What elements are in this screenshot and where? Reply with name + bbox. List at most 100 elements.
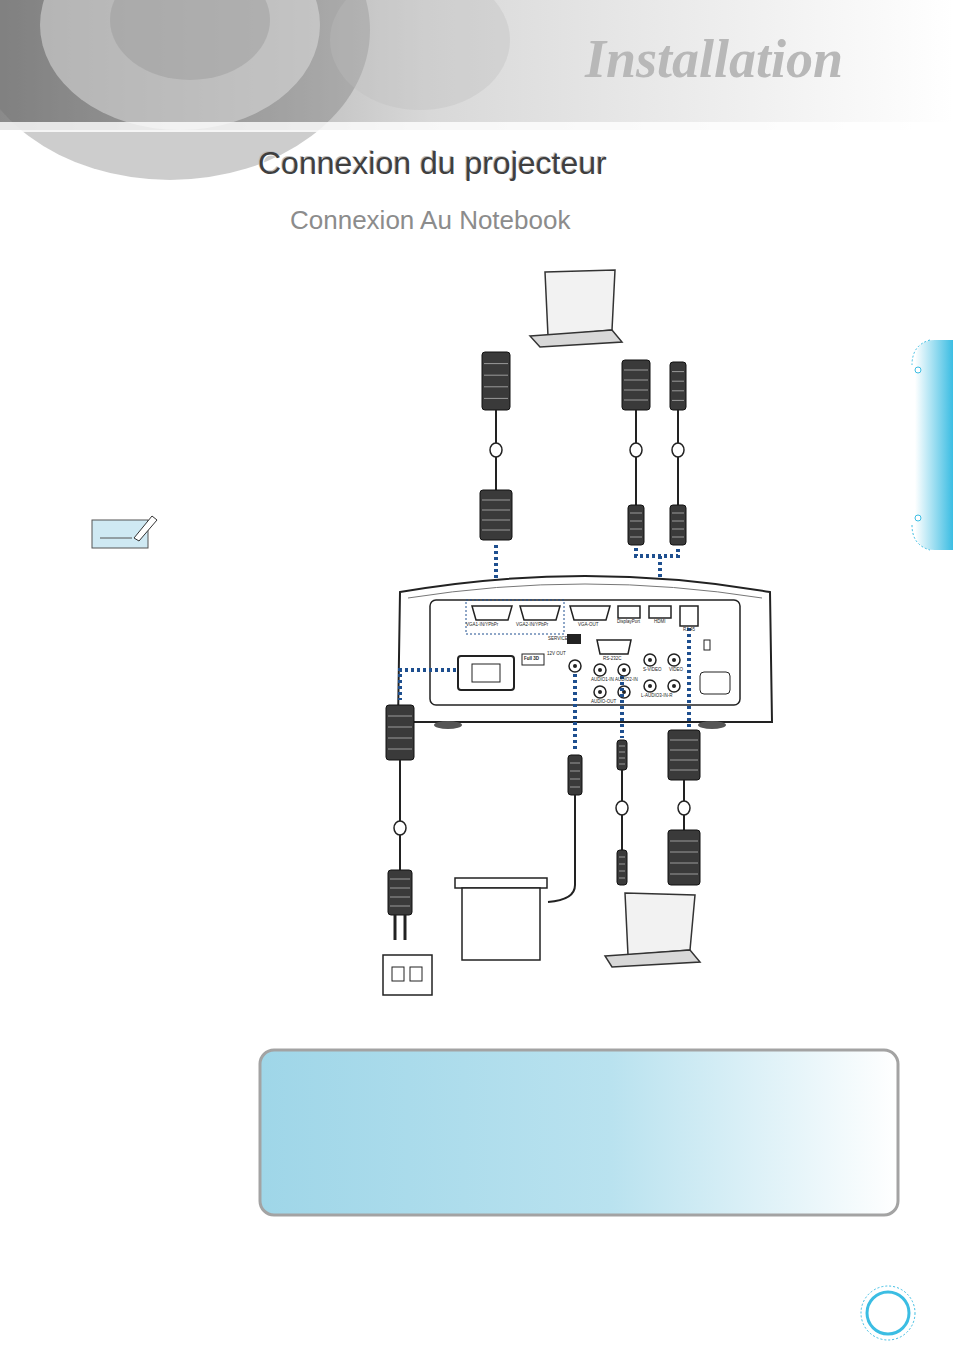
plug-prong	[404, 915, 407, 940]
jack-port	[668, 654, 680, 666]
plug-ridge	[672, 529, 684, 530]
ferrite-core	[630, 443, 642, 457]
projector-foot	[698, 721, 726, 729]
jack-center	[598, 668, 602, 672]
plug-ridge	[388, 738, 412, 739]
connection-dotted-line	[620, 676, 624, 738]
plug-ridge	[624, 390, 648, 391]
plug-ridge	[388, 749, 412, 750]
plug-ridge	[670, 852, 698, 853]
page-title: Connexion du projecteur	[258, 146, 607, 181]
cable-plug	[628, 505, 644, 545]
plug-ridge	[624, 400, 648, 401]
plug-ridge	[670, 750, 698, 751]
plug-ridge	[672, 513, 684, 514]
ferrite-core	[678, 801, 690, 815]
outlet-socket	[392, 967, 404, 981]
full-3d-badge	[522, 654, 544, 665]
plug-ridge	[670, 841, 698, 842]
projector-foot	[434, 721, 462, 729]
port-label: VGA-OUT	[578, 623, 599, 628]
plug-ridge	[390, 897, 410, 898]
plug-ridge	[672, 521, 684, 522]
cable-plug	[480, 490, 512, 540]
laptop-screen	[545, 270, 615, 336]
plug-ridge	[390, 879, 410, 880]
plug-ridge	[388, 716, 412, 717]
plug-ridge	[619, 746, 625, 747]
plug-ridge	[484, 386, 508, 387]
jack-port	[594, 686, 606, 698]
laptop-base	[530, 330, 622, 347]
plug-ridge	[630, 521, 642, 522]
port-label: RJ-45	[683, 628, 695, 633]
jack-center	[648, 658, 652, 662]
lens-ring	[110, 0, 270, 80]
section-header: Installation	[585, 30, 843, 89]
port-label: S-VIDEO	[643, 668, 662, 673]
jack-port	[668, 680, 680, 692]
jack-port	[569, 660, 581, 672]
plug-ridge	[672, 390, 684, 391]
jack-port	[594, 664, 606, 676]
plug-ridge	[670, 740, 698, 741]
port-label: RS-232C	[603, 657, 622, 662]
kensington-lock	[704, 640, 710, 650]
plug-ridge	[672, 371, 684, 372]
plug-ridge	[619, 871, 625, 872]
jack-center	[648, 684, 652, 688]
plug-prong	[394, 915, 397, 940]
port-label: DisplayPort	[617, 620, 640, 625]
plug-ridge	[670, 770, 698, 771]
power-inlet-socket	[472, 664, 500, 682]
plug-ridge	[484, 375, 508, 376]
projector-edge	[408, 584, 762, 598]
port-label: AUDIO1-IN	[591, 678, 614, 683]
cable-plug	[670, 505, 686, 545]
ferrite-core	[490, 443, 502, 457]
port-label: 12V OUT	[547, 652, 566, 657]
jack-port	[644, 654, 656, 666]
projector-body	[398, 576, 772, 722]
plug-ridge	[672, 537, 684, 538]
subtitle: Connexion Au Notebook	[290, 206, 570, 235]
note-box	[260, 1050, 898, 1215]
displayport-port	[618, 606, 640, 618]
plug-ridge	[570, 771, 580, 772]
jack-center	[672, 684, 676, 688]
power-inlet	[458, 656, 514, 690]
plug-ridge	[390, 888, 410, 889]
pencil-icon	[134, 516, 157, 541]
plug-ridge	[570, 763, 580, 764]
plug-ridge	[670, 874, 698, 875]
jack-center	[672, 658, 676, 662]
plug-ridge	[619, 758, 625, 759]
side-tab	[915, 340, 953, 550]
cable-plug	[668, 730, 700, 780]
cable-plug	[568, 755, 582, 795]
plug-ridge	[482, 530, 510, 531]
port-label: SERVICE	[548, 637, 568, 642]
port-label: HDMI	[654, 620, 666, 625]
vga-port	[472, 606, 512, 620]
cable-plug	[388, 870, 412, 915]
port-label: AUDIO-OUT	[591, 700, 616, 705]
plug-ridge	[670, 863, 698, 864]
jack-port	[644, 680, 656, 692]
hdmi-port	[649, 606, 671, 618]
projection-screen	[462, 888, 540, 960]
plug-ridge	[619, 857, 625, 858]
cable	[399, 760, 401, 870]
tab-dot	[915, 515, 921, 521]
connection-dotted-line	[687, 628, 691, 728]
ferrite-core	[616, 801, 628, 815]
plug-ridge	[570, 787, 580, 788]
cable-plug	[622, 360, 650, 410]
plug-ridge	[388, 727, 412, 728]
wall-outlet	[383, 955, 432, 995]
port-label: AUDIO2-IN	[615, 678, 638, 683]
lens-ring	[40, 0, 320, 130]
cable	[548, 795, 575, 902]
connection-dotted-line	[573, 674, 577, 752]
